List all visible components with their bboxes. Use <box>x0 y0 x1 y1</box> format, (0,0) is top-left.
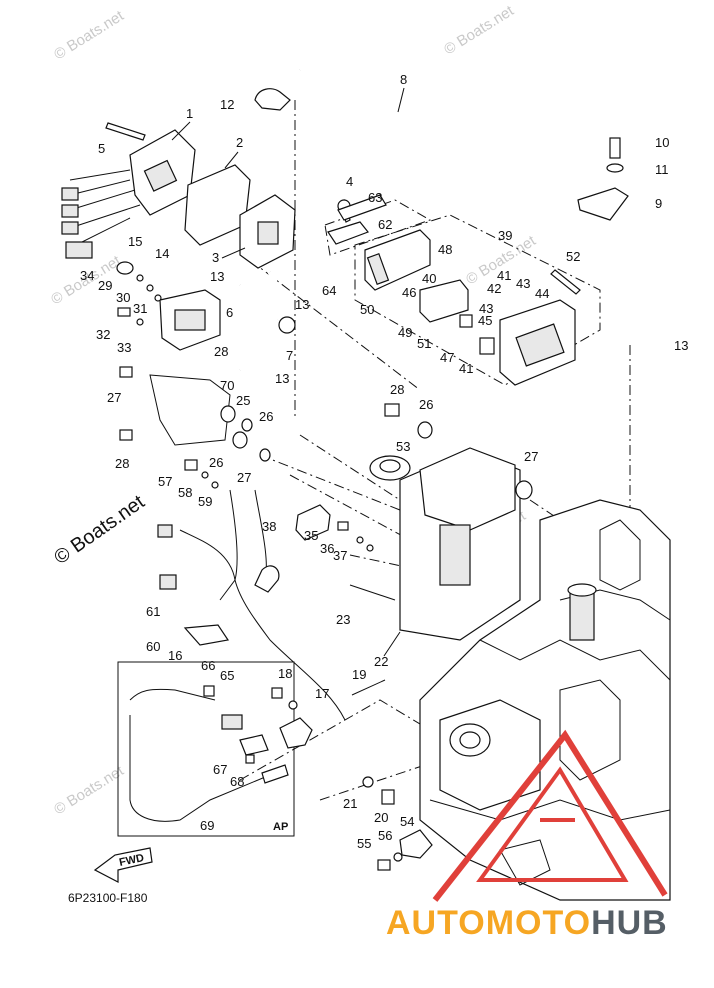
callout: 9 <box>655 196 662 211</box>
callout: 28 <box>214 344 228 359</box>
callout: 28 <box>390 382 404 397</box>
callout: 56 <box>378 828 392 843</box>
callout: 27 <box>107 390 121 405</box>
callout: 32 <box>96 327 110 342</box>
callout: 6 <box>226 305 233 320</box>
callout: 30 <box>116 290 130 305</box>
callout: 43 <box>479 301 493 316</box>
callout: 36 <box>320 541 334 556</box>
callout: 68 <box>230 774 244 789</box>
callout: 38 <box>262 519 276 534</box>
callout: 63 <box>368 190 382 205</box>
callout: 27 <box>237 470 251 485</box>
callout: 29 <box>98 278 112 293</box>
callout: 70 <box>220 378 234 393</box>
inset-label: AP <box>273 821 288 833</box>
inset-box: AP <box>117 661 295 837</box>
callouts: 1 2 3 4 5 6 7 8 9 10 11 12 13 13 13 13 1… <box>80 72 688 851</box>
watermark-text: © Boats.net <box>441 2 517 59</box>
callout: 8 <box>400 72 407 87</box>
fwd-label: FWD <box>118 852 145 869</box>
pipe-8 <box>294 69 657 330</box>
callout: 52 <box>566 249 580 264</box>
parts: FWD <box>61 88 629 883</box>
callout: 10 <box>655 135 669 150</box>
callout: 13 <box>674 338 688 353</box>
callout: 7 <box>286 348 293 363</box>
diagram-code: 6P23100-F180 <box>68 891 148 905</box>
callout: 5 <box>98 141 105 156</box>
brand-logo: AUTOMOTOHUB <box>386 904 668 943</box>
callout: 23 <box>336 612 350 627</box>
callout: 40 <box>422 271 436 286</box>
callout: 41 <box>497 268 511 283</box>
logo-mark <box>432 729 668 902</box>
callout: 69 <box>200 818 214 833</box>
watermark-text-dark: © Boats.net <box>50 491 149 569</box>
callout: 15 <box>128 234 142 249</box>
callout: 53 <box>396 439 410 454</box>
logo-part-2: HUB <box>591 904 668 942</box>
callout: 14 <box>155 246 169 261</box>
callout: 25 <box>236 393 250 408</box>
callout: 27 <box>524 449 538 464</box>
callout: 26 <box>259 409 273 424</box>
callout: 66 <box>201 658 215 673</box>
callout: 33 <box>117 340 131 355</box>
callout: 28 <box>115 456 129 471</box>
callout: 13 <box>210 269 224 284</box>
callout: 11 <box>655 162 669 177</box>
callout: 61 <box>146 604 160 619</box>
callout: 65 <box>220 668 234 683</box>
callout: 12 <box>220 97 234 112</box>
watermark-text: © Boats.net <box>51 762 127 819</box>
callout: 60 <box>146 639 160 654</box>
callout: 47 <box>440 350 454 365</box>
callout: 50 <box>360 302 374 317</box>
callout: 46 <box>402 285 416 300</box>
callout: 13 <box>275 371 289 386</box>
callout: 67 <box>213 762 227 777</box>
callout: 49 <box>398 325 412 340</box>
callout: 16 <box>168 648 182 663</box>
callout: 44 <box>535 286 549 301</box>
callout: 59 <box>198 494 212 509</box>
callout: 26 <box>419 397 433 412</box>
logo-part-1: AUTOMOTO <box>386 904 592 942</box>
group-box-40 <box>354 214 601 386</box>
callout: 48 <box>438 242 452 257</box>
callout: 42 <box>487 281 501 296</box>
callout: 18 <box>278 666 292 681</box>
callout: 13 <box>295 297 309 312</box>
callout: 19 <box>352 667 366 682</box>
callout: 26 <box>209 455 223 470</box>
callout: 2 <box>236 135 243 150</box>
callout: 45 <box>478 313 492 328</box>
callout: 21 <box>343 796 357 811</box>
callout: 35 <box>304 528 318 543</box>
callout: 41 <box>459 361 473 376</box>
callout: 64 <box>322 283 336 298</box>
callout: 54 <box>400 814 414 829</box>
callout: 43 <box>516 276 530 291</box>
callout: 3 <box>212 250 219 265</box>
watermark-text: © Boats.net <box>51 7 127 64</box>
callout: 34 <box>80 268 94 283</box>
callout: 58 <box>178 485 192 500</box>
callout: 31 <box>133 301 147 316</box>
callout: 57 <box>158 474 172 489</box>
callout: 55 <box>357 836 371 851</box>
callout: 22 <box>374 654 388 669</box>
callout: 1 <box>186 106 193 121</box>
callout: 37 <box>333 548 347 563</box>
callout: 39 <box>498 228 512 243</box>
callout: 51 <box>417 336 431 351</box>
callout: 4 <box>346 174 353 189</box>
callout: 17 <box>315 686 329 701</box>
callout: 62 <box>378 217 392 232</box>
callout: 20 <box>374 810 388 825</box>
